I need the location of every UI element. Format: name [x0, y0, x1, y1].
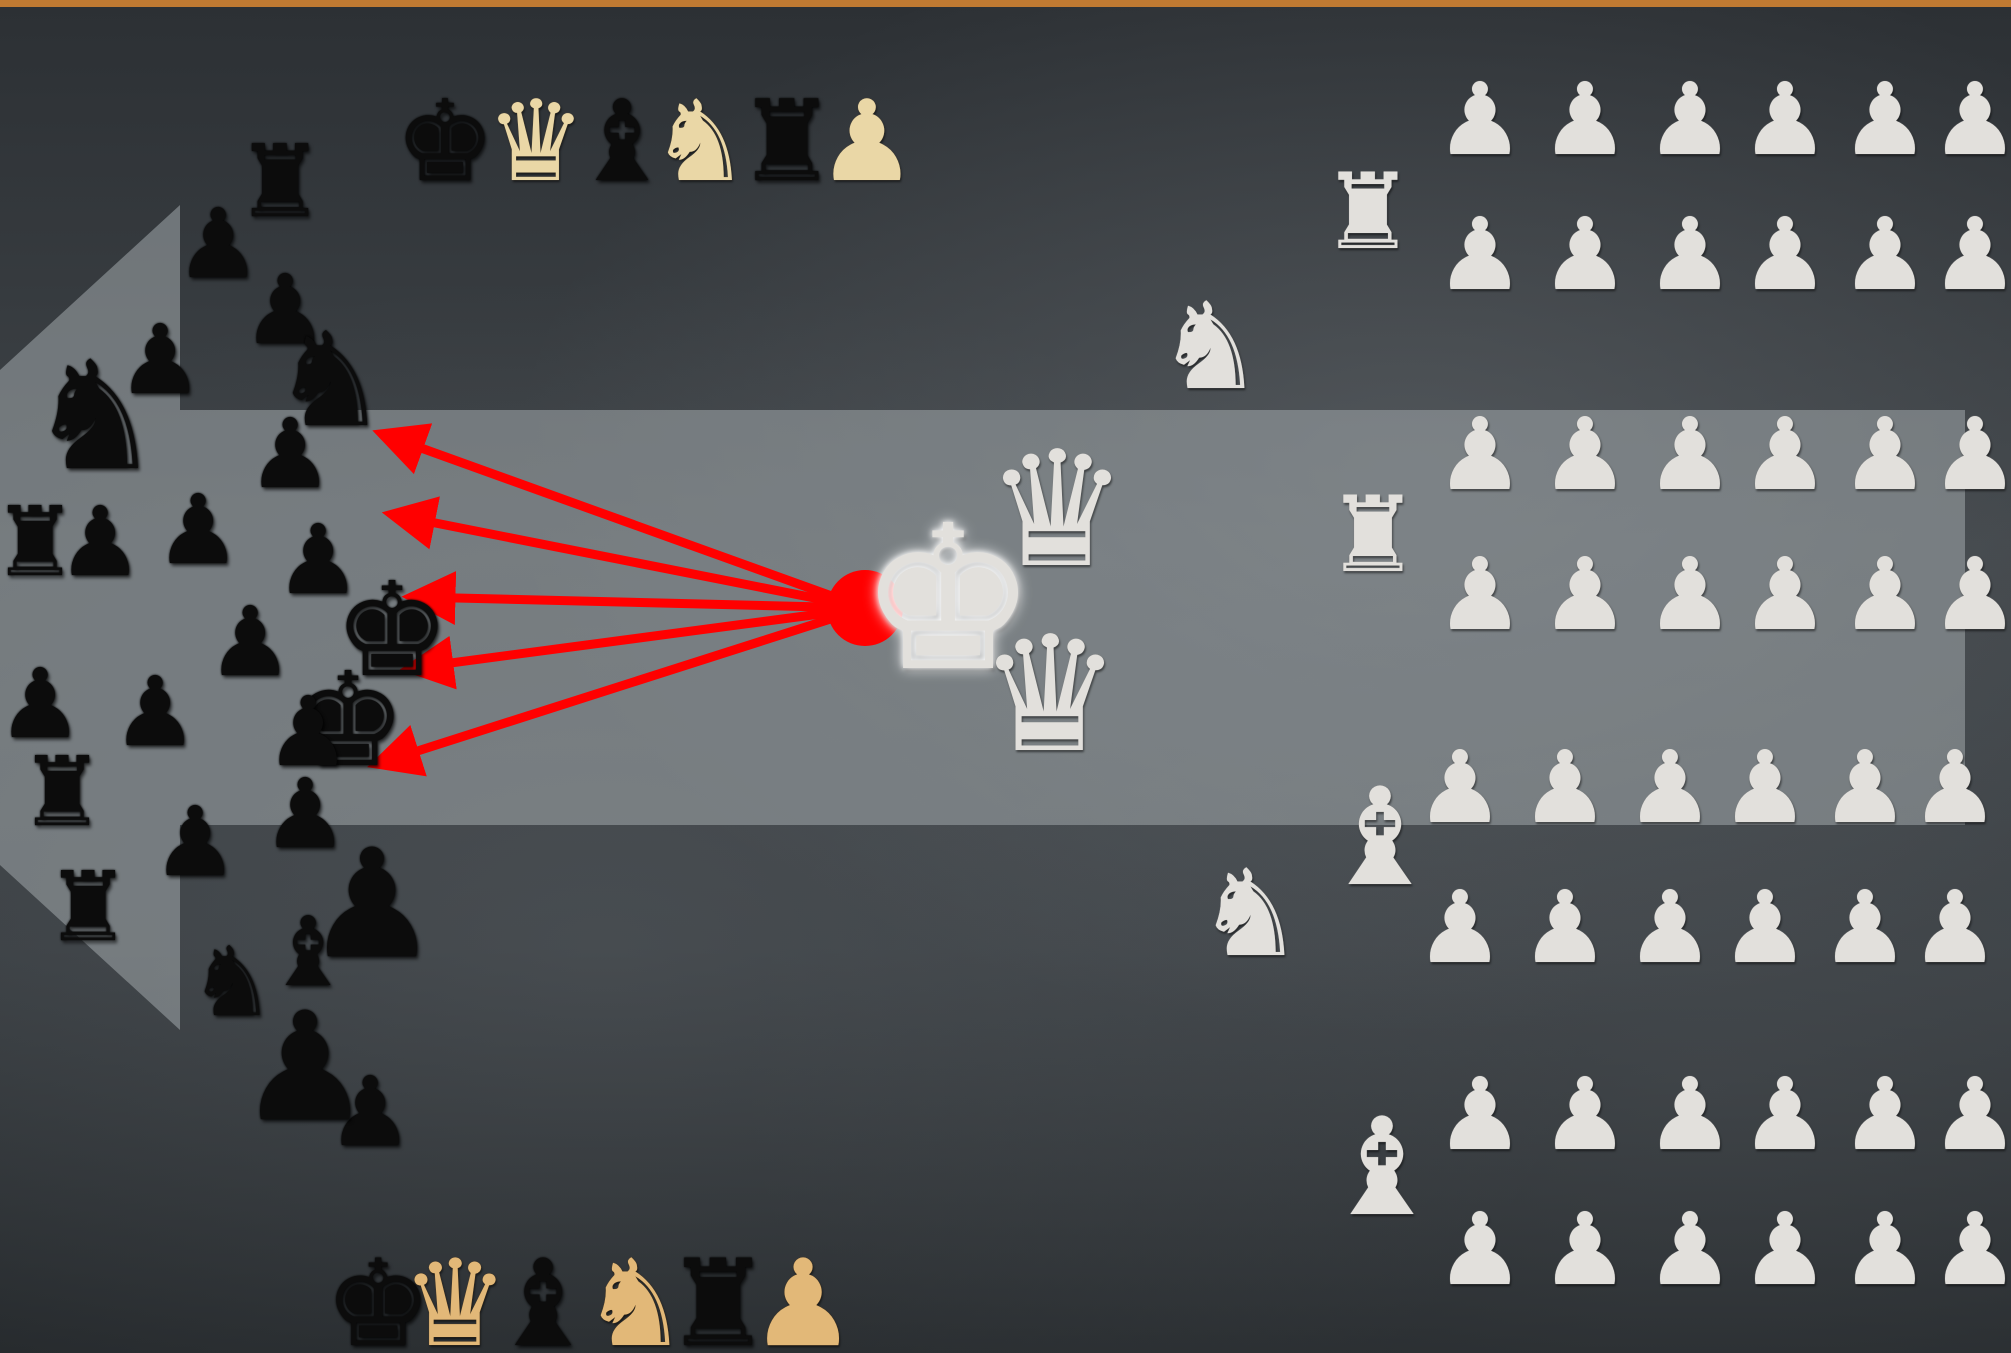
white-pawn-icon: ♟	[1930, 1065, 2011, 1165]
white-knight-icon: ♞	[1156, 288, 1264, 408]
white-pawn-icon: ♟	[1720, 738, 1810, 838]
black-rook-icon: ♜	[45, 859, 131, 955]
black-pawn-icon: ♟	[238, 993, 372, 1143]
white-pawn-icon: ♟	[1625, 878, 1715, 978]
white-pawn-icon: ♟	[1540, 1065, 1630, 1165]
white-bishop-icon: ♝	[1321, 1100, 1442, 1235]
white-pawn-icon: ♟	[1540, 70, 1630, 170]
white-pawn-icon: ♟	[1930, 205, 2011, 305]
white-pawn-icon: ♟	[1910, 878, 2000, 978]
white-pawn-icon: ♟	[1820, 738, 1910, 838]
white-pawn-icon: ♟	[1740, 405, 1830, 505]
black-pawn-icon: ♟	[247, 406, 333, 502]
white-pawn-icon: ♟	[1930, 405, 2011, 505]
white-pawn-icon: ♟	[1415, 738, 1505, 838]
white-pawn-icon: ♟	[1435, 405, 1525, 505]
legend-bottom-pawn-icon: ♟	[749, 1245, 857, 1353]
white-pawn-icon: ♟	[1645, 70, 1735, 170]
white-pawn-icon: ♟	[1740, 1200, 1830, 1300]
white-pawn-icon: ♟	[1930, 70, 2011, 170]
white-pawn-icon: ♟	[1435, 1200, 1525, 1300]
white-pawn-icon: ♟	[1840, 1065, 1930, 1165]
white-pawn-icon: ♟	[1540, 205, 1630, 305]
white-pawn-icon: ♟	[1840, 1200, 1930, 1300]
white-pawn-icon: ♟	[1930, 545, 2011, 645]
black-rook-icon: ♜	[19, 744, 105, 840]
white-pawn-icon: ♟	[1540, 545, 1630, 645]
legend-top-knight-icon: ♞	[650, 86, 750, 198]
white-pawn-icon: ♟	[1645, 205, 1735, 305]
white-pawn-icon: ♟	[1740, 1065, 1830, 1165]
white-pawn-icon: ♟	[1520, 878, 1610, 978]
white-queen-icon: ♛	[978, 615, 1121, 775]
white-pawn-icon: ♟	[1840, 545, 1930, 645]
white-pawn-icon: ♟	[1740, 205, 1830, 305]
white-pawn-icon: ♟	[1435, 70, 1525, 170]
white-pawn-icon: ♟	[1540, 1200, 1630, 1300]
white-rook-icon: ♜	[1321, 160, 1415, 265]
white-pawn-icon: ♟	[1910, 738, 2000, 838]
legend-top-king-icon: ♚	[395, 86, 495, 198]
white-pawn-icon: ♟	[1840, 405, 1930, 505]
white-pawn-icon: ♟	[1930, 1200, 2011, 1300]
white-pawn-icon: ♟	[1625, 738, 1715, 838]
black-bishop-icon: ♝	[265, 904, 351, 1000]
white-pawn-icon: ♟	[1840, 205, 1930, 305]
legend-top-pawn-icon: ♟	[817, 86, 917, 198]
white-pawn-icon: ♟	[1740, 545, 1830, 645]
white-pawn-icon: ♟	[1435, 1065, 1525, 1165]
black-pawn-icon: ♟	[112, 664, 198, 760]
white-pawn-icon: ♟	[1520, 738, 1610, 838]
white-pawn-icon: ♟	[1645, 1200, 1735, 1300]
white-pawn-icon: ♟	[1645, 405, 1735, 505]
white-knight-icon: ♞	[1196, 855, 1304, 975]
white-pawn-icon: ♟	[1720, 878, 1810, 978]
black-pawn-icon: ♟	[57, 494, 143, 590]
white-pawn-icon: ♟	[1435, 545, 1525, 645]
white-pawn-icon: ♟	[1415, 878, 1505, 978]
white-pawn-icon: ♟	[1540, 405, 1630, 505]
black-pawn-icon: ♟	[155, 482, 241, 578]
white-pawn-icon: ♟	[1820, 878, 1910, 978]
white-pawn-icon: ♟	[1840, 70, 1930, 170]
white-queen-icon: ♛	[985, 430, 1128, 590]
white-pawn-icon: ♟	[1435, 205, 1525, 305]
white-rook-icon: ♜	[1326, 483, 1420, 588]
black-knight-icon: ♞	[28, 342, 162, 492]
white-pawn-icon: ♟	[1740, 70, 1830, 170]
white-pawn-icon: ♟	[1645, 545, 1735, 645]
black-pawn-icon: ♟	[152, 794, 238, 890]
white-pawn-icon: ♟	[1645, 1065, 1735, 1165]
